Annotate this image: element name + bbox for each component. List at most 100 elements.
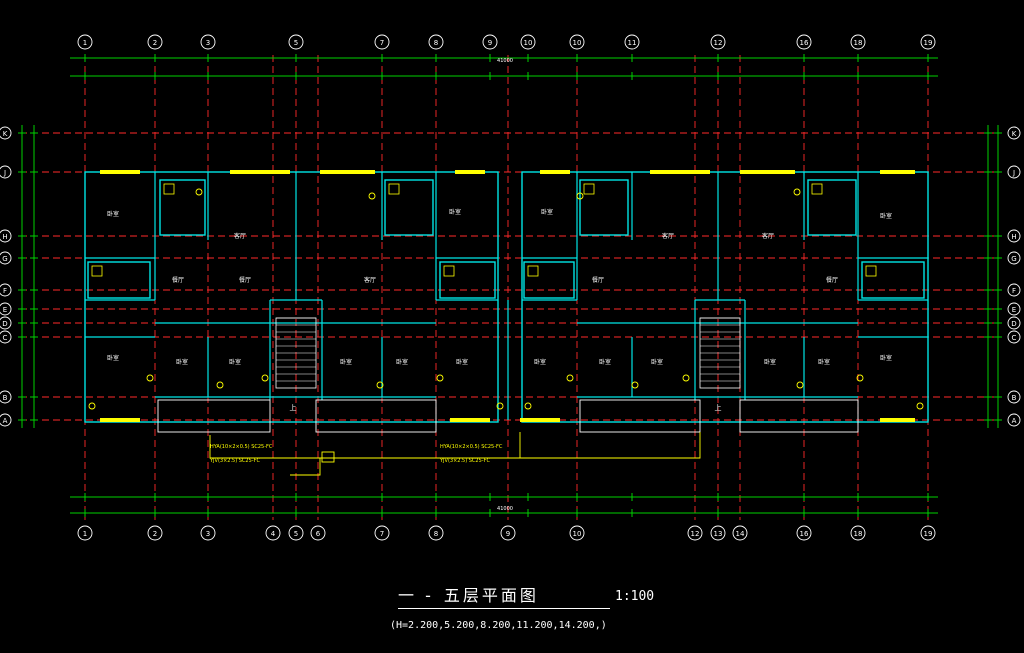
axis-bubble [710, 34, 726, 50]
axis-bubble [1007, 283, 1021, 297]
axis-bubble [1007, 165, 1021, 179]
axis-label: 19 [924, 530, 933, 538]
axis-bubble [0, 251, 12, 265]
outlet-symbol [524, 402, 532, 410]
axis-bubble [428, 34, 444, 50]
axis-label: 7 [380, 530, 384, 538]
axis-label: 3 [206, 530, 210, 538]
fixture [527, 265, 539, 277]
axis-label: C [1012, 334, 1017, 342]
axis-label: H [1011, 233, 1016, 241]
axis-label: D [1011, 320, 1016, 328]
axis-label: 18 [854, 530, 863, 538]
axis-label: 12 [691, 530, 700, 538]
window [100, 170, 140, 174]
room-label: 卧室 [764, 358, 776, 366]
axis-bubble [77, 34, 93, 50]
wet-room [523, 261, 575, 299]
room-label: 卧室 [456, 358, 468, 366]
wet-room [159, 179, 206, 236]
axis-bubble [569, 525, 585, 541]
fixture [811, 183, 823, 195]
axis-bubble [796, 34, 812, 50]
axis-bubble [850, 525, 866, 541]
room-label: 卧室 [449, 208, 461, 216]
balcony [157, 399, 271, 433]
axis-bubble [77, 525, 93, 541]
axis-label: 6 [316, 530, 321, 538]
wiring-run [209, 432, 521, 459]
axis-bubble [482, 34, 498, 50]
axis-label: 11 [628, 39, 637, 47]
room-label: 卧室 [396, 358, 408, 366]
axis-bubble [374, 34, 390, 50]
axis-bubble [569, 34, 585, 50]
axis-label: J [1012, 169, 1015, 177]
axis-label: 12 [714, 39, 723, 47]
outlet-symbol [376, 381, 384, 389]
overall-dimension: 41000 [497, 506, 513, 512]
outlet-symbol [261, 374, 269, 382]
axis-label: 9 [488, 39, 492, 47]
room-label: 卧室 [107, 354, 119, 362]
axis-bubble [0, 283, 12, 297]
room-label: 卧室 [880, 354, 892, 362]
axis-bubble [147, 34, 163, 50]
axis-label: 4 [271, 530, 276, 538]
axis-bubble [710, 525, 726, 541]
axis-bubble [796, 525, 812, 541]
axis-bubble [288, 525, 304, 541]
outlet-symbol [88, 402, 96, 410]
fixture [163, 183, 175, 195]
room-label: 卧室 [534, 358, 546, 366]
axis-label: A [1012, 417, 1017, 425]
fixture [91, 265, 103, 277]
axis-bubble [0, 316, 12, 330]
drawing-title: 一 -五层平面图 [398, 582, 539, 606]
axis-bubble [687, 525, 703, 541]
title-prefix: 一 - [398, 586, 434, 605]
axis-label: J [3, 169, 6, 177]
axis-bubble [0, 229, 12, 243]
outlet-symbol [496, 402, 504, 410]
axis-bubble [1007, 390, 1021, 404]
wiring-run [440, 432, 701, 459]
axis-bubble [428, 525, 444, 541]
axis-bubble [0, 302, 12, 316]
outlet-symbol [796, 381, 804, 389]
axis-label: 8 [434, 530, 438, 538]
room-label: 客厅 [364, 276, 376, 284]
outlet-symbol [146, 374, 154, 382]
axis-bubble [500, 525, 516, 541]
axis-bubble [1007, 413, 1021, 427]
room-label: 卧室 [176, 358, 188, 366]
window [740, 170, 795, 174]
unit-left-outline [84, 171, 499, 423]
axis-label: G [1011, 255, 1016, 263]
window [320, 170, 375, 174]
axis-label: 1 [83, 530, 87, 538]
axis-bubble [310, 525, 326, 541]
axis-label: 3 [206, 39, 210, 47]
axis-label: K [3, 130, 8, 138]
outlet-symbol [793, 188, 801, 196]
wiring-run [290, 458, 321, 476]
window [880, 170, 915, 174]
axis-label: G [2, 255, 7, 263]
room-label: 客厅 [662, 232, 674, 240]
room-label: 餐厅 [592, 276, 604, 284]
axis-bubble [265, 525, 281, 541]
axis-bubble [1007, 316, 1021, 330]
outlet-symbol [916, 402, 924, 410]
outlet-symbol [216, 381, 224, 389]
stair-up-label: 上 [715, 403, 722, 412]
room-label: 客厅 [234, 232, 246, 240]
axis-bubble [200, 525, 216, 541]
outlet-symbol [631, 381, 639, 389]
outlet-symbol [856, 374, 864, 382]
axis-label: 14 [736, 530, 745, 538]
axis-label: F [1012, 287, 1016, 295]
outlet-symbol [576, 192, 584, 200]
axis-bubble [1007, 302, 1021, 316]
